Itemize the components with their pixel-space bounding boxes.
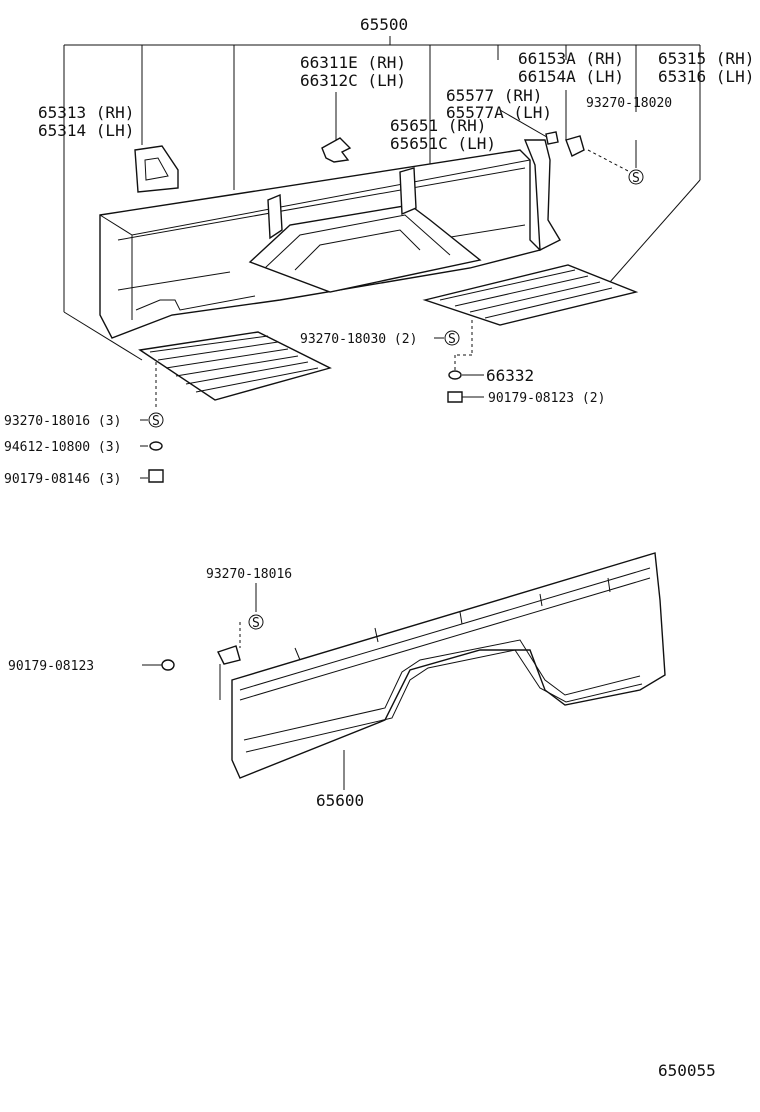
s-marks: S S S S bbox=[148, 169, 644, 631]
svg-text:S: S bbox=[152, 414, 160, 429]
label-65316: 65316 (LH) bbox=[658, 67, 754, 86]
svg-text:S: S bbox=[632, 171, 640, 186]
label-66311e: 66311E (RH) bbox=[300, 53, 406, 72]
side-bed-panel bbox=[217, 552, 666, 779]
label-65651: 65651 (RH) bbox=[390, 116, 486, 135]
fasteners bbox=[148, 370, 463, 671]
label-66153a: 66153A (RH) bbox=[518, 49, 624, 68]
label-94612-10800-3: 94612-10800 (3) bbox=[4, 440, 121, 455]
label-90179-08146-3: 90179-08146 (3) bbox=[4, 472, 121, 487]
label-93270-18016-3: 93270-18016 (3) bbox=[4, 414, 121, 429]
s-mark-18016: S bbox=[248, 614, 264, 631]
corner-bracket bbox=[134, 145, 179, 193]
clip-part bbox=[321, 137, 352, 163]
label-93270-18030: 93270-18030 (2) bbox=[300, 332, 417, 347]
label-90179-08123: 90179-08123 bbox=[8, 659, 94, 674]
label-93270-18020: 93270-18020 bbox=[586, 96, 672, 111]
label-66312c: 66312C (LH) bbox=[300, 71, 406, 90]
svg-text:S: S bbox=[448, 332, 456, 347]
label-93270-18016: 93270-18016 bbox=[206, 567, 292, 582]
small-bracket bbox=[545, 131, 585, 157]
label-65313: 65313 (RH) bbox=[38, 103, 134, 122]
right-floor-panel bbox=[422, 264, 639, 326]
s-mark-18030: S bbox=[444, 330, 460, 347]
label-65314: 65314 (LH) bbox=[38, 121, 134, 140]
part-labels: 65500 66311E (RH) 66312C (LH) 66153A (RH… bbox=[4, 15, 754, 1080]
s-mark-18020: S bbox=[628, 169, 644, 186]
label-65577a: 65577A (LH) bbox=[446, 103, 552, 122]
label-65651c: 65651C (LH) bbox=[390, 134, 496, 153]
label-65315: 65315 (RH) bbox=[658, 49, 754, 68]
s-mark-18016-3: S bbox=[148, 412, 164, 429]
leader-lines bbox=[63, 36, 701, 790]
left-floor-panel bbox=[138, 331, 332, 401]
diagram-code: 650055 bbox=[658, 1061, 716, 1080]
label-66332: 66332 bbox=[486, 366, 534, 385]
label-65577: 65577 (RH) bbox=[446, 86, 542, 105]
label-90179-08123-2: 90179-08123 (2) bbox=[488, 391, 605, 406]
svg-text:S: S bbox=[252, 616, 260, 631]
label-65500: 65500 bbox=[360, 15, 408, 34]
front-bed-panel bbox=[99, 139, 561, 339]
label-65600: 65600 bbox=[316, 791, 364, 810]
label-66154a: 66154A (LH) bbox=[518, 67, 624, 86]
